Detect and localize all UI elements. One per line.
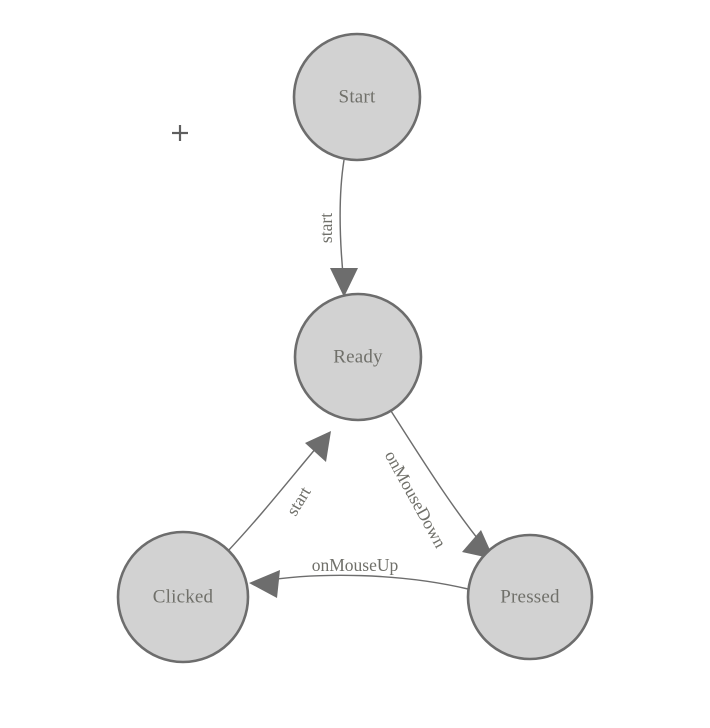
node-label: Start: [339, 86, 376, 107]
node-pressed[interactable]: Pressed: [466, 533, 594, 661]
node-label: Clicked: [153, 586, 214, 607]
node-shape[interactable]: [293, 292, 423, 422]
node-start[interactable]: Start: [292, 32, 422, 162]
node-label: Ready: [333, 346, 383, 367]
edge-ready-to-pressed[interactable]: onMouseDown: [381, 410, 494, 559]
edge-label: onMouseUp: [312, 555, 399, 575]
edge-arrowhead-icon: [305, 431, 331, 462]
edge-arrowhead-icon: [330, 268, 358, 297]
markers-layer: [172, 125, 188, 141]
edge-line: [226, 440, 323, 553]
node-shape[interactable]: [466, 533, 594, 661]
edge-label: start: [316, 213, 336, 243]
node-clicked[interactable]: Clicked: [116, 530, 250, 664]
edge-arrowhead-icon: [249, 570, 280, 598]
node-ready[interactable]: Ready: [293, 292, 423, 422]
edge-line: [390, 410, 487, 550]
edge-label: start: [282, 483, 315, 519]
edge-label: onMouseDown: [381, 447, 451, 551]
node-shape[interactable]: [116, 530, 250, 664]
node-label: Pressed: [500, 586, 560, 607]
edge-pressed-to-clicked[interactable]: onMouseUp: [249, 555, 469, 598]
edge-line: [339, 159, 345, 286]
edge-line: [261, 574, 469, 590]
edge-start-to-ready[interactable]: start: [316, 159, 358, 297]
plus-marker-icon: [172, 125, 188, 141]
edge-clicked-to-ready[interactable]: start: [226, 431, 331, 553]
node-shape[interactable]: [292, 32, 422, 162]
